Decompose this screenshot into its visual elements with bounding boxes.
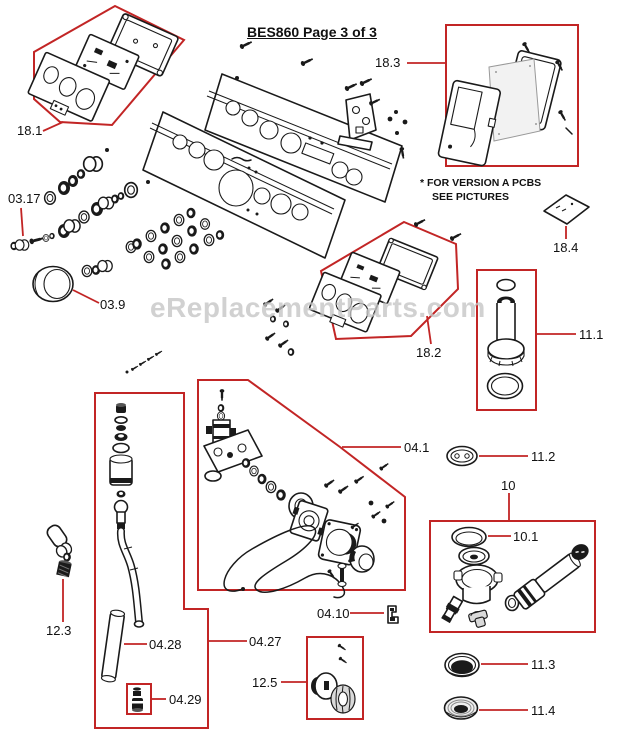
version-note-line2: SEE PICTURES	[432, 191, 510, 203]
callout-10-1: 10.1	[513, 529, 539, 544]
screws-middle	[125, 297, 295, 374]
nozzle-assembly-11-1	[486, 278, 525, 400]
plate-18-4	[543, 194, 590, 225]
callout-04-10: 04.10	[317, 606, 350, 621]
tube-04-28	[100, 609, 126, 683]
front-fascia-panel	[142, 111, 346, 259]
watermark: eReplacementParts.com	[150, 292, 486, 323]
callout-03-17: 03.17	[8, 191, 41, 206]
group-outline-18-2	[319, 220, 460, 341]
group-outline-10	[429, 520, 596, 633]
knob-halves-12-5	[311, 643, 356, 714]
mounting-bracket	[337, 76, 408, 159]
callout-12-3: 12.3	[46, 623, 72, 638]
callout-18-1: 18.1	[17, 123, 43, 138]
pump-assembly-04-1	[203, 389, 396, 599]
group-outline-11-1	[476, 269, 537, 411]
group-outline-18-3	[445, 24, 579, 167]
pcb-enclosure-18-3	[437, 41, 573, 167]
group-outline-04-29	[126, 683, 152, 715]
group-outline-18-1	[33, 4, 186, 127]
callout-11-2: 11.2	[531, 449, 556, 464]
assembly-18-1	[27, 13, 179, 122]
callout-11-4: 11.4	[531, 703, 556, 718]
bezel-03-9	[32, 259, 113, 303]
callout-04-29: 04.29	[169, 692, 202, 707]
elbow-fitting-12-3	[46, 524, 75, 578]
callout-04-28: 04.28	[149, 637, 182, 652]
callout-12-5: 12.5	[252, 675, 278, 690]
version-note-line1: * FOR VERSION A PCBS	[420, 177, 542, 189]
callout-03-9: 03.9	[100, 297, 126, 312]
grommet-11-2	[446, 445, 478, 467]
filter-basket-11-3	[444, 652, 480, 678]
group-outline-04-27	[94, 392, 209, 729]
valve-04-29	[132, 687, 143, 712]
filter-basket-11-4	[443, 696, 479, 720]
page-title: BES860 Page 3 of 3	[247, 24, 377, 40]
callout-04-27: 04.27	[249, 634, 282, 649]
callout-18-2: 18.2	[416, 345, 442, 360]
callout-leader-lines	[20, 62, 576, 711]
callout-04-1: 04.1	[404, 440, 430, 455]
fitting-03-17	[10, 239, 30, 251]
callout-18-3: 18.3	[375, 55, 401, 70]
callout-11-1: 11.1	[579, 327, 604, 342]
assembly-18-2	[308, 217, 463, 333]
valve-stack-04-27	[109, 403, 145, 628]
callout-10: 10	[501, 478, 516, 493]
group-outline-12-5	[306, 636, 364, 720]
group-head-assembly-10	[441, 526, 589, 628]
callout-18-4: 18.4	[553, 240, 579, 255]
rear-fascia-panel	[204, 73, 403, 203]
callout-11-3: 11.3	[531, 657, 556, 672]
brand-squiggle	[231, 156, 252, 162]
bracket-clip	[468, 609, 488, 628]
group-outline-04-1	[197, 379, 406, 591]
clip-04-10	[387, 605, 399, 624]
